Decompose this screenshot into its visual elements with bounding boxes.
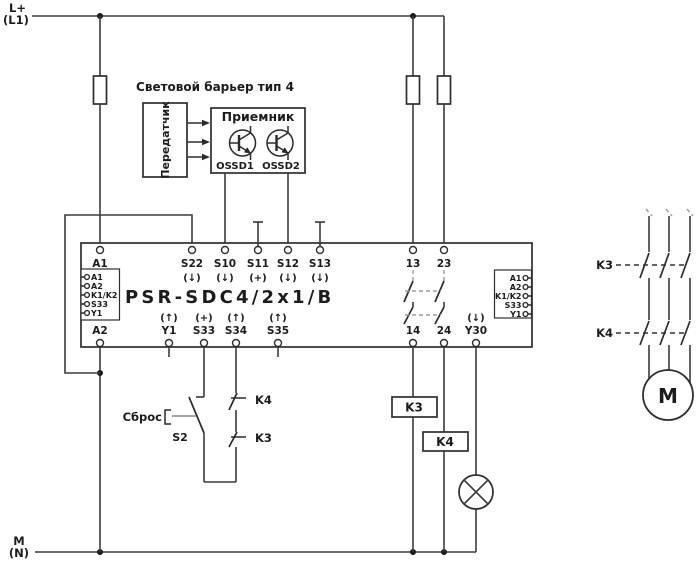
terminal-mod-s22: (↓) (183, 273, 201, 284)
terminal-label-s22: S22 (181, 258, 203, 270)
safety-relay: PSR-SDC4/2x1/B A1 S22 (↓) S10 (↓) S11 (+… (80, 221, 533, 357)
relay-bottom-terminals: A2 (↑) Y1 (+) S33 (↑) S34 (↑) S35 14 24 … (92, 313, 487, 348)
terminal-mod-y30: (↓) (467, 313, 485, 324)
terminal-label-y30: Y30 (464, 325, 487, 337)
terminal-mod-s35: (↑) (269, 313, 287, 324)
relay-led-panel-left: A1 A2 K1/K2 S33 Y1 (80, 268, 121, 321)
terminal-label-s11: S11 (247, 258, 269, 270)
motor-icon: M (642, 369, 694, 421)
contactor-k3-contacts: K3 (596, 252, 691, 279)
light-barrier-title: Световой барьер тип 4 (136, 80, 294, 94)
led-label: K1/K2 (495, 292, 521, 301)
terminal-label-s10: S10 (214, 258, 236, 270)
transmitter-box (142, 102, 188, 178)
led-label: Y1 (509, 310, 522, 319)
terminal-mod-y1: (↑) (160, 313, 178, 324)
terminal-label-s35: S35 (267, 325, 289, 337)
fuse-icon (436, 75, 452, 105)
wire-s22-loop (64, 214, 193, 374)
indicator-lamp-icon (458, 474, 494, 510)
terminal-label-a2: A2 (92, 325, 107, 337)
optical-beam-arrows (187, 119, 210, 161)
relay-led-panel-right: A1 A2 K1/K2 S33 Y1 (493, 269, 533, 319)
relay-safety-contacts (403, 270, 445, 325)
rail-l1-label: (L1) (3, 13, 29, 27)
rail-lplus-label: L+ (9, 1, 26, 15)
motor-branch: K3 K4 M (596, 208, 694, 421)
contactor-coil-k3 (391, 396, 438, 418)
terminal-mod-s34: (↑) (227, 313, 245, 324)
motor-label: M (658, 384, 678, 408)
contactor-coil-k4 (422, 431, 469, 452)
feedback-contact-k3-label: K3 (255, 431, 272, 445)
output-branches: K3 K4 (391, 347, 494, 552)
terminal-label-s33: S33 (193, 325, 215, 337)
ossd1-label: OSSD1 (216, 161, 254, 172)
terminal-label-14: 14 (406, 325, 421, 337)
terminal-mod-s12: (↓) (279, 273, 297, 284)
rail-n-label: (N) (9, 546, 29, 560)
led-label: A2 (91, 282, 103, 291)
terminal-mod-s11: (+) (249, 273, 267, 284)
pushbutton-icon (164, 409, 171, 425)
reset-switch-id: S2 (172, 431, 188, 444)
feedback-contact-k4-label: K4 (255, 393, 272, 407)
light-barrier: Световой барьер тип 4 Передатчик Приемни… (136, 80, 306, 247)
relay-box (80, 242, 533, 348)
terminal-mod-s33: (+) (195, 313, 213, 324)
relay-model: PSR-SDC4/2x1/B (125, 287, 334, 308)
terminal-label-a1: A1 (92, 258, 107, 270)
feeders (64, 16, 452, 552)
transmitter-label: Передатчик (159, 101, 172, 179)
rail-m-label: M (13, 534, 24, 548)
led-label: K1/K2 (91, 291, 117, 300)
terminal-label-13: 13 (406, 258, 421, 270)
relay-top-terminals: A1 S22 (↓) S10 (↓) S11 (+) S12 (↓) S13 (… (92, 245, 452, 284)
terminal-label-s12: S12 (277, 258, 299, 270)
ossd2-label: OSSD2 (262, 161, 300, 172)
terminal-mod-s10: (↓) (216, 273, 234, 284)
fuse-icon (405, 75, 421, 105)
led-label: A2 (510, 283, 522, 292)
terminal-label-23: 23 (437, 258, 452, 270)
reset-circuit: Сброс S2 K4 K3 (123, 347, 272, 483)
led-label: S33 (505, 301, 522, 310)
terminal-mod-s13: (↓) (311, 273, 329, 284)
terminal-label-s13: S13 (309, 258, 331, 270)
contactor-k4-contacts: K4 (596, 320, 691, 346)
fuse-icon (92, 75, 108, 105)
reset-label: Сброс (123, 410, 163, 424)
terminal-label-s34: S34 (225, 325, 247, 337)
led-label: A1 (91, 273, 103, 282)
coil-k4-label: K4 (436, 435, 454, 449)
terminal-label-24: 24 (437, 325, 452, 337)
reset-switch-blade (188, 396, 205, 434)
motor-k3-label: K3 (596, 258, 613, 272)
coil-k3-label: K3 (405, 401, 423, 415)
led-label: Y1 (90, 309, 103, 318)
led-label: A1 (510, 274, 522, 283)
receiver-label: Приемник (222, 109, 295, 124)
motor-k4-label: K4 (596, 326, 613, 340)
led-label: S33 (91, 300, 108, 309)
terminal-label-y1: Y1 (161, 325, 177, 337)
